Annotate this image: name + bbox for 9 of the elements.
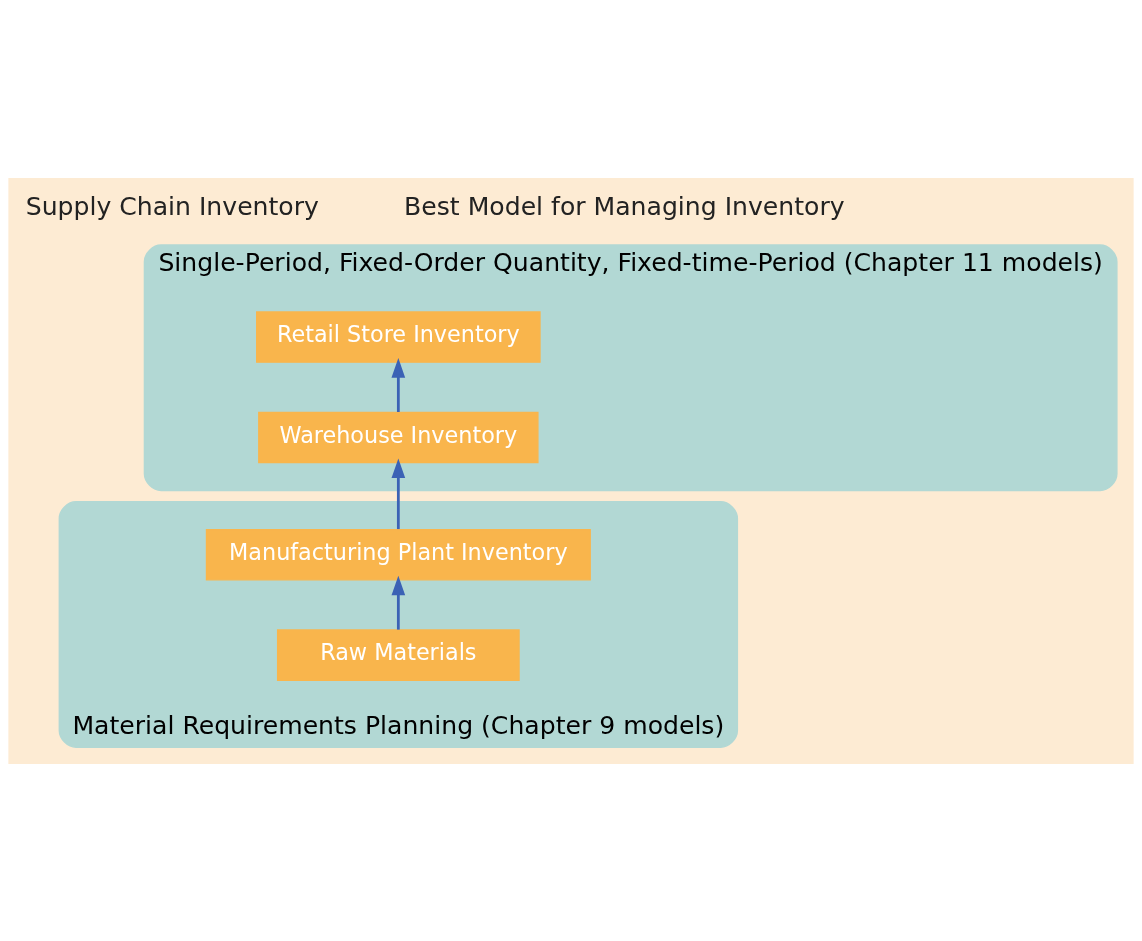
arrow bbox=[391, 575, 406, 630]
node-box: Manufacturing Plant Inventory bbox=[205, 528, 591, 581]
node-box: Warehouse Inventory bbox=[258, 411, 539, 463]
node-box: Retail Store Inventory bbox=[256, 310, 541, 363]
arrow bbox=[391, 357, 406, 412]
arrow bbox=[391, 458, 406, 529]
label: Best Model for Managing Inventory bbox=[404, 191, 845, 221]
label: Supply Chain Inventory bbox=[25, 191, 319, 221]
node-box: Raw Materials bbox=[276, 628, 520, 681]
